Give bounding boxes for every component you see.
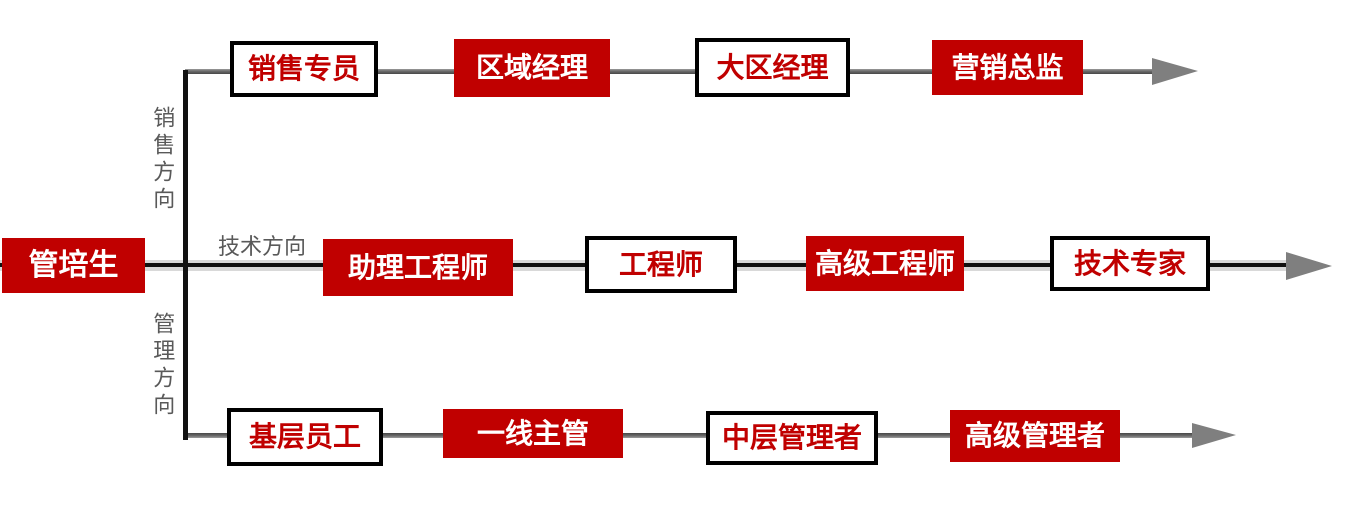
stage-box-tech-2: 工程师 [585,236,737,293]
management-path-line [185,433,1193,438]
stage-box-mgmt-2: 一线主管 [443,409,623,458]
stage-box-tech-1: 助理工程师 [323,239,513,296]
label-tech-direction: 技术方向 [218,234,307,259]
stage-box-tech-4: 技术专家 [1050,236,1210,291]
stage-box-mgmt-3: 中层管理者 [706,411,878,465]
sales-path-line [185,69,1153,74]
stage-box-tech-3: 高级工程师 [806,236,964,291]
stage-box-mgmt-1: 基层员工 [227,408,383,466]
stage-box-sales-1: 销售专员 [230,41,378,97]
arrow-right-icon [1152,58,1198,85]
stage-box-sales-3: 大区经理 [695,38,850,97]
arrow-right-icon [1286,252,1332,280]
stage-box-sales-4: 营销总监 [932,40,1083,95]
label-management-direction: 管理方向 [150,312,176,420]
arrow-right-icon [1192,423,1236,448]
stage-box-mgmt-4: 高级管理者 [950,410,1120,462]
stage-box-sales-2: 区域经理 [454,39,610,97]
branch-vertical-line [183,70,188,440]
label-sales-direction: 销售方向 [150,106,176,214]
root-box-trainee: 管培生 [2,238,145,293]
